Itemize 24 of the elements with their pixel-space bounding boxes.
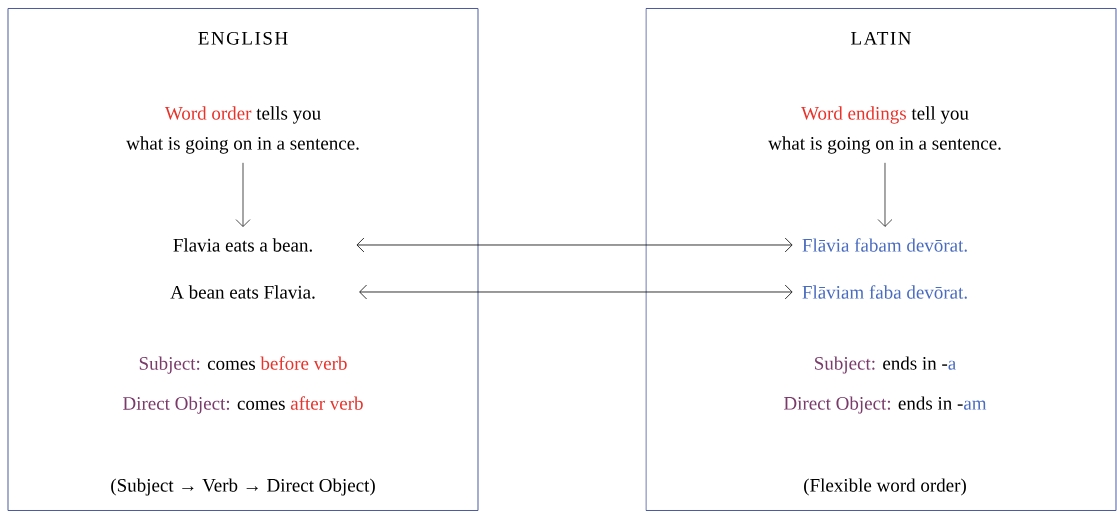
label-text: (Subject → Verb → Direct Object) — [111, 478, 375, 496]
statement-text: Word order tells you what is going on in a sentence. — [126, 106, 359, 154]
sentence-text: Flāvia fabam devōrat. — [802, 238, 967, 252]
label-text: Direct Object: — [123, 396, 230, 414]
label-text: ends in - — [898, 396, 963, 410]
label-text: a — [948, 360, 956, 370]
label-text: Direct Object: — [784, 396, 891, 414]
down-arrow — [877, 162, 893, 227]
label-text: comes — [237, 400, 285, 410]
label-text: comes — [207, 360, 255, 370]
statement-text: Word endings tell you what is going on in a sentence. — [768, 106, 1001, 154]
double-arrow — [359, 284, 793, 300]
label-text: Subject: — [139, 356, 200, 374]
label-text: (Flexible word order) — [804, 478, 966, 496]
label-text: am — [964, 400, 987, 410]
sentence-text: Flavia eats a bean. — [173, 238, 312, 252]
double-arrow — [356, 237, 793, 253]
sentence-text: Flāviam faba devōrat. — [802, 285, 967, 299]
down-arrow — [235, 162, 251, 227]
label-text: ends in - — [883, 356, 948, 370]
label-text: after verb — [290, 396, 363, 410]
sentence-text: A bean eats Flavia. — [170, 285, 315, 299]
label-text: Subject: — [815, 356, 875, 374]
label-text: before verb — [260, 356, 347, 370]
